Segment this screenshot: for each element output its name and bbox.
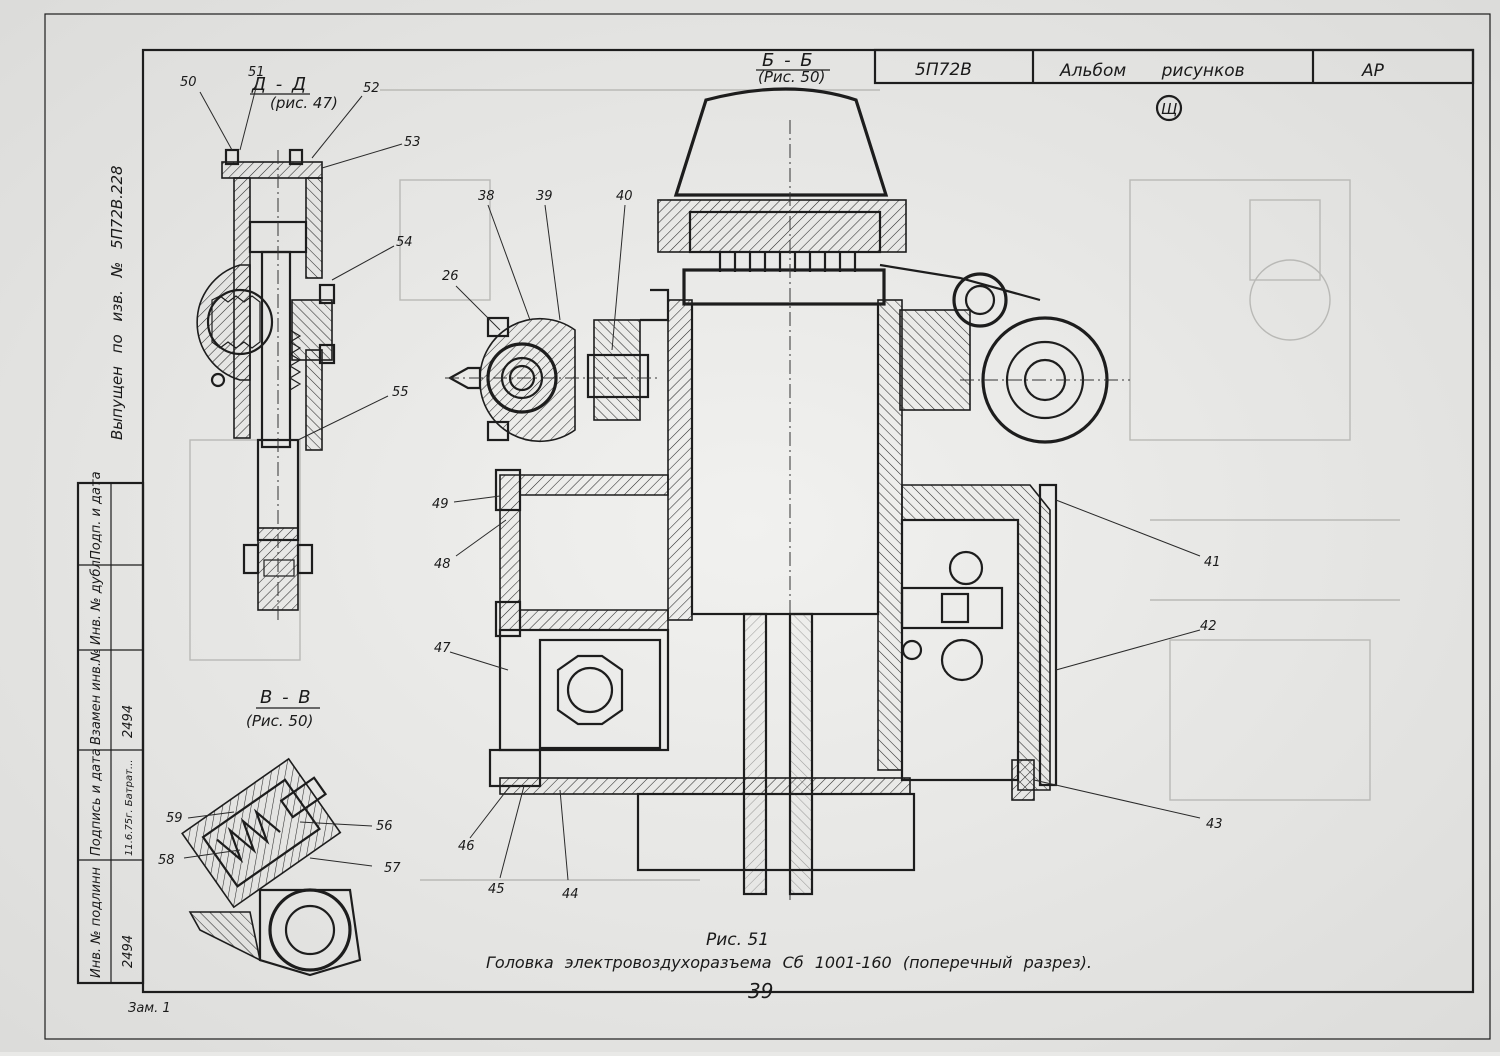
callout-51: 51 bbox=[248, 65, 265, 80]
callout-57: 57 bbox=[384, 861, 401, 876]
figure-number: Рис. 51 bbox=[706, 930, 769, 950]
section-vv-view: В - В (Рис. 50) bbox=[181, 687, 362, 977]
section-bb-ref: (Рис. 50) bbox=[758, 68, 825, 86]
callout-55: 55 bbox=[392, 385, 409, 400]
callout-26: 26 bbox=[442, 269, 459, 284]
title-block-stamp: Щ bbox=[1161, 100, 1177, 118]
side-table-col-2: Взамен инв.№ bbox=[89, 649, 104, 746]
callout-46: 46 bbox=[458, 839, 475, 854]
callout-47: 47 bbox=[434, 641, 451, 656]
side-table-col-1: Подпись и дата bbox=[89, 748, 104, 856]
callout-38: 38 bbox=[478, 189, 495, 204]
title-block-album: Альбом рисунков bbox=[1059, 61, 1245, 81]
page-number: 39 bbox=[748, 979, 773, 1003]
section-dd-title: Д - Д bbox=[251, 74, 308, 95]
callout-50: 50 bbox=[180, 75, 197, 90]
callouts: 50 51 52 53 54 55 26 38 39 40 41 42 43 4… bbox=[158, 65, 1223, 902]
title-block-model: 5П72В bbox=[915, 60, 972, 80]
side-table-val-0: 2494 bbox=[121, 935, 136, 968]
callout-49: 49 bbox=[432, 497, 449, 512]
callout-58: 58 bbox=[158, 853, 175, 868]
title-block-code: АР bbox=[1361, 61, 1385, 81]
section-dd-ref: (рис. 47) bbox=[270, 94, 338, 112]
outer-frame bbox=[44, 13, 1491, 1040]
title-block: 5П72В Альбом рисунков АР Щ bbox=[873, 48, 1475, 122]
callout-54: 54 bbox=[396, 235, 413, 250]
side-table-col-3: Инв. № дубл. bbox=[89, 556, 104, 645]
side-table-col-0: Инв. № подлинн bbox=[89, 866, 104, 978]
callout-56: 56 bbox=[376, 819, 393, 834]
callout-42: 42 bbox=[1200, 619, 1217, 634]
callout-45: 45 bbox=[488, 882, 505, 897]
callout-52: 52 bbox=[363, 81, 380, 96]
section-vv-ref: (Рис. 50) bbox=[246, 712, 313, 730]
stamp-circle bbox=[1155, 94, 1183, 122]
callout-41: 41 bbox=[1204, 555, 1221, 570]
side-table: Подп. и дата Инв. № дубл. Взамен инв.№ П… bbox=[76, 471, 145, 985]
callout-40: 40 bbox=[616, 189, 633, 204]
callout-43: 43 bbox=[1206, 817, 1223, 832]
section-bb-view: Б - Б (Рис. 50) bbox=[445, 50, 1130, 900]
section-bb-title: Б - Б bbox=[762, 50, 815, 71]
callout-59: 59 bbox=[166, 811, 183, 826]
section-dd-view: Д - Д (рис. 47) bbox=[196, 74, 338, 620]
figure-caption: Головка электровоздухоразъема Сб 1001-16… bbox=[486, 953, 1092, 972]
side-table-col-4: Подп. и дата bbox=[89, 471, 104, 560]
callout-48: 48 bbox=[434, 557, 451, 572]
section-vv-title: В - В bbox=[260, 687, 313, 708]
revision-mark: Зам. 1 bbox=[128, 1001, 171, 1016]
release-notice: Выпущен по изв. № 5П72В.228 bbox=[108, 165, 126, 440]
callout-44: 44 bbox=[562, 887, 579, 902]
side-table-val-1: 11.6.75г. Батрат... bbox=[124, 760, 135, 856]
side-table-val-2: 2494 bbox=[121, 705, 136, 738]
callout-39: 39 bbox=[536, 189, 553, 204]
callout-53: 53 bbox=[404, 135, 421, 150]
